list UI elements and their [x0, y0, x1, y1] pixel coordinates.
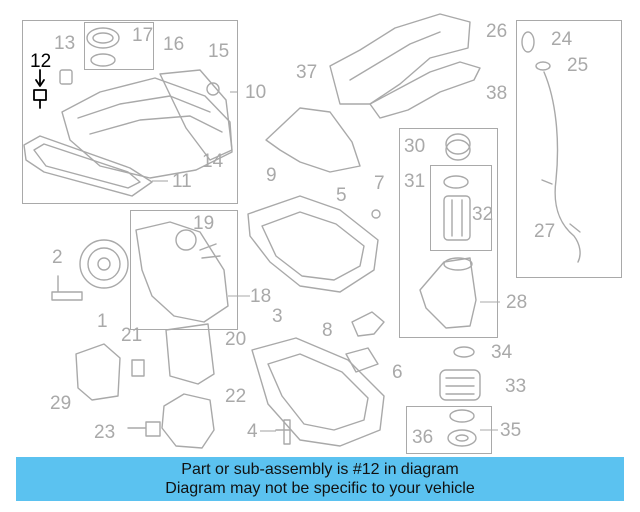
part-label-1[interactable]: 1 [97, 311, 108, 332]
part-label-2[interactable]: 2 [52, 247, 63, 268]
parts-linework [23, 13, 581, 449]
part-label-33[interactable]: 33 [505, 376, 527, 397]
part-label-24[interactable]: 24 [551, 29, 573, 50]
pulley-drawing [79, 239, 129, 289]
dipstick-drawing [543, 71, 581, 263]
part-label-28[interactable]: 28 [506, 292, 528, 313]
part-label-8[interactable]: 8 [322, 320, 333, 341]
gasket-drawing [23, 135, 153, 197]
part-label-21[interactable]: 21 [121, 325, 143, 346]
seal-kit-box [406, 406, 492, 454]
part-label-22[interactable]: 22 [225, 386, 247, 407]
part-label-25[interactable]: 25 [567, 55, 589, 76]
part-label-18[interactable]: 18 [250, 286, 272, 307]
part-label-9[interactable]: 9 [266, 165, 277, 186]
banner-line-disclaimer: Diagram may not be specific to your vehi… [165, 480, 475, 497]
part-label-31[interactable]: 31 [404, 171, 426, 192]
filter-group-box [399, 128, 498, 338]
oil-pan-lower-drawing [251, 337, 385, 447]
manifold-gasket-drawing [369, 61, 481, 119]
part-label-37[interactable]: 37 [296, 62, 318, 83]
part-label-10[interactable]: 10 [245, 82, 267, 103]
part-label-11[interactable]: 11 [172, 171, 192, 192]
part-12-drawing [33, 69, 47, 109]
info-banner: Part or sub-assembly is #12 in diagram D… [16, 457, 624, 501]
part-label-36[interactable]: 36 [412, 427, 434, 448]
part-label-29[interactable]: 29 [50, 393, 72, 414]
part-label-27[interactable]: 27 [534, 221, 556, 242]
part-label-19[interactable]: 19 [193, 213, 215, 234]
part-label-3[interactable]: 3 [272, 306, 283, 327]
valve-cover-group-box [22, 20, 238, 204]
part-label-20[interactable]: 20 [225, 329, 247, 350]
filter-element-inset-box [430, 165, 492, 251]
valve-cover-drawing [61, 77, 233, 179]
part-label-16[interactable]: 16 [163, 34, 185, 55]
oil-pan-upper-drawing [247, 195, 379, 293]
filter-housing-drawing [419, 257, 477, 329]
banner-line-part: Part or sub-assembly is #12 in diagram [181, 461, 459, 478]
part-label-12[interactable]: 12 [30, 51, 52, 72]
part-label-17[interactable]: 17 [132, 25, 154, 46]
part-label-13[interactable]: 13 [54, 33, 76, 54]
part-label-6[interactable]: 6 [392, 362, 403, 383]
timing-cover-drawing [135, 221, 229, 323]
part-label-5[interactable]: 5 [336, 185, 347, 206]
part-label-7[interactable]: 7 [374, 173, 385, 194]
part-label-38[interactable]: 38 [486, 83, 508, 104]
part-label-26[interactable]: 26 [486, 21, 508, 42]
part-label-15[interactable]: 15 [208, 41, 230, 62]
dipstick-group-box [516, 20, 622, 278]
part-label-34[interactable]: 34 [491, 342, 513, 363]
part-label-23[interactable]: 23 [94, 422, 116, 443]
part-label-30[interactable]: 30 [404, 136, 426, 157]
intake-manifold-drawing [329, 13, 471, 105]
parts-diagram: 13 12 17 16 15 10 14 11 37 38 26 24 25 9… [22, 13, 622, 454]
part-label-4[interactable]: 4 [247, 421, 258, 442]
timing-cover-group-box [130, 210, 238, 330]
part-label-32[interactable]: 32 [472, 204, 494, 225]
part-label-35[interactable]: 35 [500, 420, 522, 441]
oil-cap-inset-box [84, 22, 154, 70]
part-label-14[interactable]: 14 [202, 151, 224, 172]
